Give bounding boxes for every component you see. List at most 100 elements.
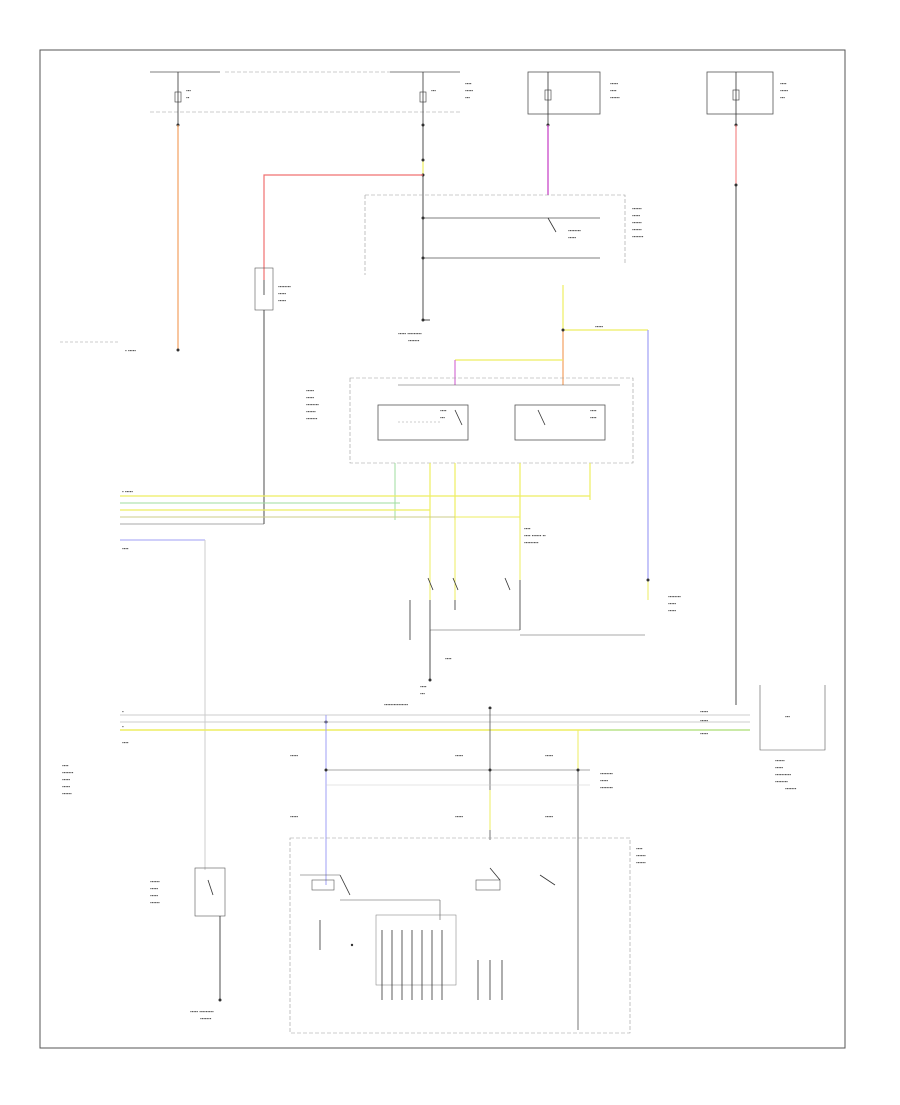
svg-text:▪▪▪▪▪: ▪▪▪▪▪ <box>700 718 708 723</box>
left-door-switch: ▪▪▪▪▪▪ ▪▪▪▪▪ ▪▪▪▪▪ ▪▪▪▪▪▪ ▪▪▪▪▪ ▪▪▪▪▪▪▪▪… <box>150 867 226 1021</box>
svg-text:▪▪▪▪▪: ▪▪▪▪▪ <box>600 778 608 783</box>
svg-text:▪▪▪▪▪▪▪▪: ▪▪▪▪▪▪▪▪ <box>568 228 581 233</box>
svg-text:▪▪▪▪▪▪▪▪: ▪▪▪▪▪▪▪▪ <box>306 402 319 407</box>
svg-text:▪▪▪▪▪: ▪▪▪▪▪ <box>290 814 298 819</box>
dual-relay-box: ▪▪▪▪▪ ▪▪▪▪▪ ▪▪▪▪▪▪▪▪ ▪▪▪▪▪▪ ▪▪▪▪▪▪▪ ▪▪▪▪… <box>306 377 634 464</box>
svg-text:▪▪▪▪▪▪: ▪▪▪▪▪▪ <box>636 853 646 858</box>
svg-text:▪▪▪▪▪▪▪: ▪▪▪▪▪▪▪ <box>200 1016 212 1021</box>
svg-text:▪▪▪▪: ▪▪▪▪ <box>445 656 452 661</box>
wire-orange-left: ▪ ▪▪▪▪▪ <box>60 125 180 353</box>
svg-text:▪▪▪▪▪▪▪: ▪▪▪▪▪▪▪ <box>408 338 420 343</box>
svg-text:▪▪▪▪▪ ▪▪▪▪▪▪▪▪▪: ▪▪▪▪▪ ▪▪▪▪▪▪▪▪▪ <box>398 331 422 336</box>
svg-text:▪▪▪: ▪▪▪ <box>431 88 436 93</box>
svg-text:▪▪▪▪▪: ▪▪▪▪▪ <box>700 709 708 714</box>
svg-text:▪▪▪▪▪▪▪: ▪▪▪▪▪▪▪ <box>62 770 74 775</box>
svg-text:▪▪▪▪▪ ▪▪▪▪▪▪▪▪▪: ▪▪▪▪▪ ▪▪▪▪▪▪▪▪▪ <box>190 1009 214 1014</box>
svg-text:▪▪▪▪▪: ▪▪▪▪▪ <box>545 753 553 758</box>
svg-text:▪▪▪▪: ▪▪▪▪ <box>610 88 617 93</box>
svg-text:▪▪▪▪▪▪▪: ▪▪▪▪▪▪▪ <box>632 234 644 239</box>
svg-text:▪▪▪▪▪: ▪▪▪▪▪ <box>465 88 473 93</box>
svg-text:▪ ▪▪▪▪▪: ▪ ▪▪▪▪▪ <box>125 348 136 353</box>
svg-text:▪▪▪▪▪: ▪▪▪▪▪ <box>455 814 463 819</box>
wire-fuse2-relay <box>421 125 425 322</box>
svg-text:▪▪▪▪▪: ▪▪▪▪▪ <box>668 608 676 613</box>
svg-text:▪▪▪▪▪: ▪▪▪▪▪ <box>668 601 676 606</box>
svg-text:▪▪▪▪▪▪: ▪▪▪▪▪▪ <box>150 900 160 905</box>
wire-right-vertical <box>734 125 738 705</box>
svg-text:▪▪▪: ▪▪▪ <box>785 714 790 719</box>
svg-text:▪▪▪▪▪▪: ▪▪▪▪▪▪ <box>306 409 316 414</box>
svg-text:▪▪▪▪▪: ▪▪▪▪▪ <box>62 784 70 789</box>
svg-text:▪▪▪▪▪▪▪▪▪▪: ▪▪▪▪▪▪▪▪▪▪ <box>775 772 791 777</box>
control-module-box: ▪▪▪▪ ▪▪▪▪▪▪ ▪▪▪▪▪▪ <box>289 837 646 1034</box>
fuse-box-3: ▪▪▪▪▪ ▪▪▪▪ ▪▪▪▪▪▪ <box>527 71 620 127</box>
svg-text:▪▪▪▪▪▪▪▪: ▪▪▪▪▪▪▪▪ <box>278 284 291 289</box>
svg-text:▪▪▪▪: ▪▪▪▪ <box>636 846 643 851</box>
svg-text:▪▪▪▪▪: ▪▪▪▪▪ <box>568 235 576 240</box>
svg-text:▪▪▪▪ ▪▪▪▪▪▪ ▪▪: ▪▪▪▪ ▪▪▪▪▪▪ ▪▪ <box>524 533 546 538</box>
switch-assembly-middle: ▪▪▪▪ ▪▪▪▪ ▪▪▪▪▪▪ ▪▪ ▪▪▪▪▪▪▪▪▪ ▪▪▪▪ ▪▪▪▪ … <box>409 520 645 696</box>
svg-text:▪▪▪▪▪: ▪▪▪▪▪ <box>278 298 286 303</box>
svg-text:▪: ▪ <box>122 724 124 729</box>
svg-text:▪▪▪▪▪: ▪▪▪▪▪ <box>278 291 286 296</box>
connector-bus-middle: ▪ ▪▪▪▪▪ ▪▪▪▪ <box>120 489 590 870</box>
svg-text:▪▪▪▪▪▪▪: ▪▪▪▪▪▪▪ <box>306 416 318 421</box>
lower-module-wires: ▪▪▪▪▪ ▪▪▪▪▪ ▪▪▪▪▪ ▪▪▪▪▪ ▪▪▪▪▪ ▪▪▪▪▪ ▪▪▪▪… <box>290 710 613 1030</box>
svg-text:▪: ▪ <box>122 709 124 714</box>
svg-text:▪▪▪▪: ▪▪▪▪ <box>440 408 447 413</box>
svg-text:▪▪▪▪: ▪▪▪▪ <box>420 684 427 689</box>
svg-text:▪▪▪: ▪▪▪ <box>440 415 445 420</box>
svg-text:▪▪▪▪▪▪: ▪▪▪▪▪▪ <box>775 758 785 763</box>
svg-text:▪▪▪▪▪: ▪▪▪▪▪ <box>595 324 603 329</box>
svg-text:▪▪▪▪▪▪: ▪▪▪▪▪▪ <box>632 220 642 225</box>
svg-text:▪▪▪: ▪▪▪ <box>780 95 785 100</box>
svg-text:▪▪▪▪: ▪▪▪▪ <box>62 763 69 768</box>
svg-text:▪▪▪▪▪▪▪▪▪: ▪▪▪▪▪▪▪▪▪ <box>524 540 539 545</box>
sensor-right-blue: ▪▪▪▪▪▪▪▪ ▪▪▪▪▪ ▪▪▪▪▪ <box>646 578 681 613</box>
svg-text:▪▪▪: ▪▪▪ <box>465 95 470 100</box>
svg-text:▪▪▪▪▪▪: ▪▪▪▪▪▪ <box>636 860 646 865</box>
svg-text:▪▪▪▪▪▪▪: ▪▪▪▪▪▪▪ <box>785 786 797 791</box>
svg-text:▪▪▪▪▪: ▪▪▪▪▪ <box>290 753 298 758</box>
right-module-box: ▪▪▪ ▪▪▪▪▪▪ ▪▪▪▪▪ ▪▪▪▪▪▪▪▪▪▪ ▪▪▪▪▪▪▪▪ ▪▪▪… <box>759 685 826 791</box>
svg-text:▪▪▪▪▪: ▪▪▪▪▪ <box>610 81 618 86</box>
svg-text:▪▪▪▪: ▪▪▪▪ <box>122 546 129 551</box>
svg-text:▪▪▪▪▪: ▪▪▪▪▪ <box>150 893 158 898</box>
svg-text:▪▪▪▪▪: ▪▪▪▪▪ <box>306 395 314 400</box>
svg-text:▪▪▪▪▪▪: ▪▪▪▪▪▪ <box>62 791 72 796</box>
svg-text:▪▪: ▪▪ <box>186 95 190 100</box>
left-side-label: ▪▪▪▪ ▪▪▪▪▪▪▪ ▪▪▪▪▪ ▪▪▪▪▪ ▪▪▪▪▪▪ <box>62 763 74 796</box>
relay-box-output-wires <box>394 463 591 520</box>
svg-text:▪▪▪▪▪: ▪▪▪▪▪ <box>545 814 553 819</box>
svg-text:▪▪▪▪▪: ▪▪▪▪▪ <box>632 213 640 218</box>
wire-red <box>263 174 423 280</box>
svg-text:▪▪▪▪▪▪▪▪: ▪▪▪▪▪▪▪▪ <box>775 779 788 784</box>
fuse-box-4: ▪▪▪▪ ▪▪▪▪▪ ▪▪▪ <box>706 71 788 127</box>
fuse-box-2: ▪▪▪ ▪▪▪▪ ▪▪▪▪▪ ▪▪▪ <box>419 72 473 127</box>
svg-text:▪▪▪▪▪: ▪▪▪▪▪ <box>306 388 314 393</box>
svg-text:▪▪▪▪▪▪: ▪▪▪▪▪▪ <box>632 227 642 232</box>
svg-text:▪▪▪▪: ▪▪▪▪ <box>524 526 531 531</box>
yellow-junction: ▪▪▪▪▪ <box>454 285 649 580</box>
svg-text:▪▪▪▪: ▪▪▪▪ <box>590 415 597 420</box>
svg-text:▪▪▪▪▪▪: ▪▪▪▪▪▪ <box>632 206 642 211</box>
svg-text:▪▪▪▪▪: ▪▪▪▪▪ <box>780 88 788 93</box>
svg-text:▪▪▪▪: ▪▪▪▪ <box>780 81 787 86</box>
svg-text:▪▪▪▪: ▪▪▪▪ <box>590 408 597 413</box>
svg-text:▪▪▪▪▪▪▪▪: ▪▪▪▪▪▪▪▪ <box>668 594 681 599</box>
svg-text:▪▪▪: ▪▪▪ <box>186 88 191 93</box>
fuse-box-1: ▪▪▪ ▪▪ <box>174 72 191 127</box>
svg-text:▪▪▪▪▪▪▪▪: ▪▪▪▪▪▪▪▪ <box>600 771 613 776</box>
svg-text:▪▪▪: ▪▪▪ <box>420 691 425 696</box>
svg-text:▪▪▪▪▪▪▪▪▪▪▪▪▪▪▪: ▪▪▪▪▪▪▪▪▪▪▪▪▪▪▪ <box>384 702 408 707</box>
ground-upper: ▪▪▪▪▪ ▪▪▪▪▪▪▪▪▪ ▪▪▪▪▪▪▪ <box>398 319 430 343</box>
diagram-frame <box>39 49 846 1049</box>
svg-text:▪▪▪▪▪▪▪▪: ▪▪▪▪▪▪▪▪ <box>600 785 613 790</box>
connector-bus-lower: ▪▪▪▪▪▪▪▪▪▪▪▪▪▪▪ ▪ ▪ ▪▪▪▪ ▪▪▪▪▪ ▪▪▪▪▪ ▪▪▪… <box>120 702 750 745</box>
svg-text:▪▪▪▪: ▪▪▪▪ <box>465 81 472 86</box>
svg-text:▪▪▪▪▪: ▪▪▪▪▪ <box>455 753 463 758</box>
small-switch-left: ▪▪▪▪▪▪▪▪ ▪▪▪▪▪ ▪▪▪▪▪ <box>254 267 291 520</box>
svg-text:▪▪▪▪▪: ▪▪▪▪▪ <box>150 886 158 891</box>
